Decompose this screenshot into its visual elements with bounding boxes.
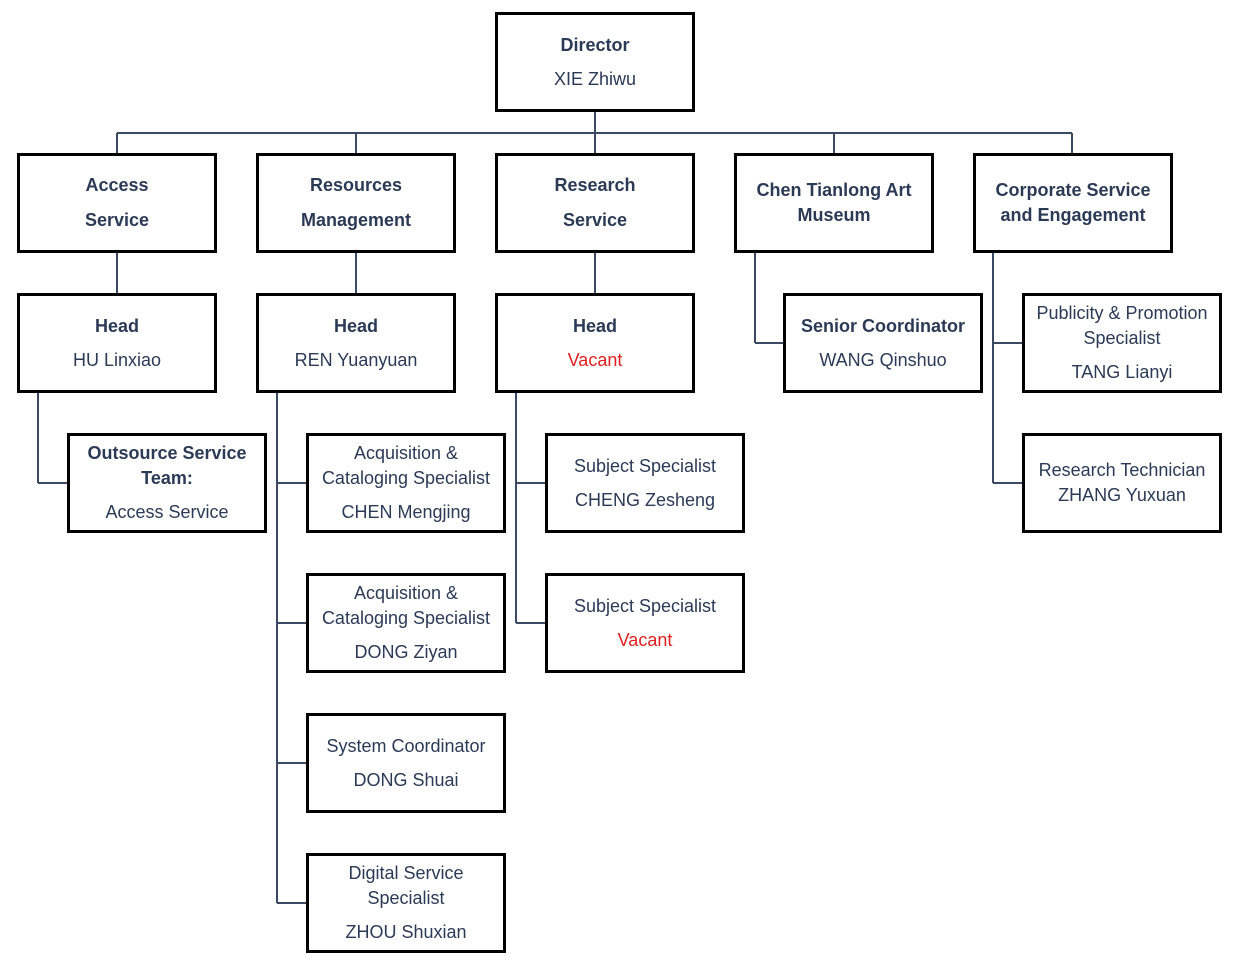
senior-coordinator: Senior Coordinator WANG Qinshuo (783, 293, 983, 393)
dept-corporate-service-engagement: Corporate Service and Engagement (973, 153, 1173, 253)
staff-subject-specialist-1: Subject Specialist CHENG Zesheng (545, 433, 745, 533)
staff-publicity-promotion: Publicity & Promotion Specialist TANG Li… (1022, 293, 1222, 393)
dept-title: Chen Tianlong Art Museum (756, 180, 912, 225)
position-title: Research Technician (1038, 460, 1206, 480)
head-name: REN Yuanyuan (294, 349, 418, 370)
dept-title: Access Service (84, 175, 150, 230)
person-name: CHENG Zesheng (574, 489, 716, 510)
director-box: Director XIE Zhiwu (495, 12, 695, 112)
person-name: DONG Ziyan (354, 642, 458, 662)
person-name: CHEN Mengjing (341, 502, 471, 522)
head-name: HU Linxiao (72, 349, 162, 370)
dept-resources-management: Resources Management (256, 153, 456, 253)
person-name: WANG Qinshuo (819, 349, 947, 370)
person-name: DONG Shuai (353, 769, 459, 790)
head-name-vacant: Vacant (567, 349, 623, 370)
position-title: Digital Service Specialist (348, 863, 464, 908)
person-name-vacant: Vacant (617, 629, 673, 650)
dept-chen-tianlong-art-museum: Chen Tianlong Art Museum (734, 153, 934, 253)
dept-title: Corporate Service and Engagement (995, 180, 1151, 225)
position-title: Acquisition & Cataloging Specialist (321, 583, 491, 628)
director-name: XIE Zhiwu (553, 68, 637, 89)
dept-title: Research Service (554, 175, 636, 230)
director-title: Director (560, 34, 630, 55)
position-title: Acquisition & Cataloging Specialist (321, 443, 491, 488)
dept-title: Resources Management (300, 175, 412, 230)
position-title: Publicity & Promotion Specialist (1036, 303, 1208, 348)
position-title: Senior Coordinator (800, 315, 965, 336)
head-title: Head (333, 315, 378, 336)
person-name: ZHOU Shuxian (345, 922, 467, 942)
staff-acquisition-1: Acquisition & Cataloging Specialist CHEN… (306, 433, 506, 533)
staff-acquisition-2: Acquisition & Cataloging Specialist DONG… (306, 573, 506, 673)
team-name: Access Service (105, 502, 229, 522)
staff-research-technician: Research Technician ZHANG Yuxuan (1022, 433, 1222, 533)
head-research: Head Vacant (495, 293, 695, 393)
position-title: Subject Specialist (573, 595, 717, 616)
dept-access-service: Access Service (17, 153, 217, 253)
person-name: ZHANG Yuxuan (1058, 485, 1186, 505)
position-title: Outsource Service Team: (87, 443, 247, 488)
staff-subject-specialist-2: Subject Specialist Vacant (545, 573, 745, 673)
head-resources: Head REN Yuanyuan (256, 293, 456, 393)
position-title: Subject Specialist (573, 455, 717, 476)
outsource-service-team: Outsource Service Team: Access Service (67, 433, 267, 533)
dept-research-service: Research Service (495, 153, 695, 253)
position-title: System Coordinator (326, 735, 486, 756)
head-access: Head HU Linxiao (17, 293, 217, 393)
head-title: Head (94, 315, 139, 336)
head-title: Head (572, 315, 617, 336)
staff-digital-service: Digital Service Specialist ZHOU Shuxian (306, 853, 506, 953)
person-name: TANG Lianyi (1071, 362, 1173, 382)
staff-system-coordinator: System Coordinator DONG Shuai (306, 713, 506, 813)
